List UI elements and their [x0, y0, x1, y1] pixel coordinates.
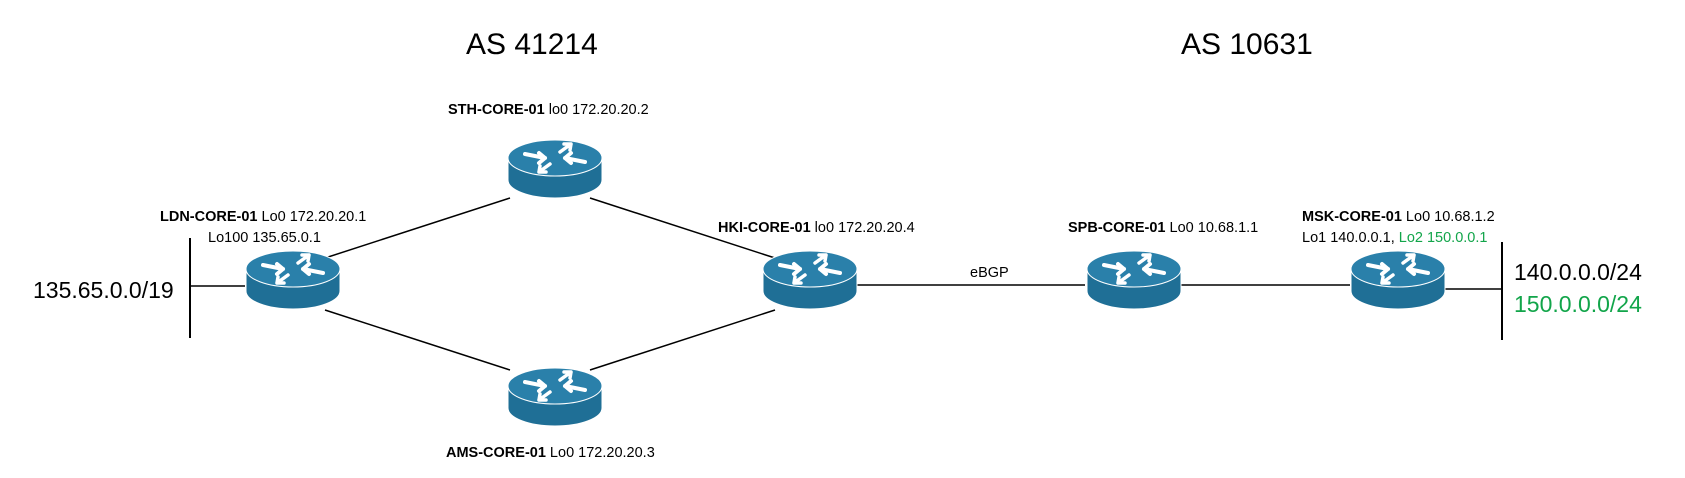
router-icon-hki[interactable]: [761, 249, 859, 311]
router-label-ams: AMS-CORE-01 Lo0 172.20.20.3: [446, 444, 655, 462]
router-icon-spb[interactable]: [1085, 249, 1183, 311]
router-address: Lo0 172.20.20.1: [257, 209, 367, 225]
router-address: Lo0 10.68.1.1: [1165, 220, 1259, 236]
link-label-ebgp: eBGP: [970, 265, 1009, 281]
network-right-1: 140.0.0.0/24: [1514, 259, 1642, 285]
router-label-hki: HKI-CORE-01 lo0 172.20.20.4: [718, 219, 915, 237]
link-ldn-sth: [324, 197, 511, 259]
network-left: 135.65.0.0/19: [33, 277, 174, 303]
router-address: lo0 172.20.20.2: [544, 102, 649, 118]
router-label-ldn-lo100: Lo100 135.65.0.1: [208, 230, 321, 246]
router-icon-sth[interactable]: [506, 138, 604, 200]
router-name: MSK-CORE-01: [1302, 209, 1402, 225]
router-name: AMS-CORE-01: [446, 445, 546, 461]
router-label-msk-loopbacks: Lo1 140.0.0.1, Lo2 150.0.0.1: [1302, 229, 1487, 247]
router-label-msk: MSK-CORE-01 Lo0 10.68.1.2: [1302, 208, 1495, 226]
router-address: lo0 172.20.20.4: [810, 220, 915, 236]
router-address: Lo0 10.68.1.2: [1401, 209, 1495, 225]
router-icon-msk[interactable]: [1349, 249, 1447, 311]
router-name: HKI-CORE-01: [718, 220, 811, 236]
router-name: SPB-CORE-01: [1068, 220, 1166, 236]
router-name: STH-CORE-01: [448, 102, 545, 118]
as-title-left: AS 41214: [466, 28, 598, 61]
loopback-lo1: Lo1 140.0.0.1,: [1302, 230, 1399, 246]
router-label-ldn: LDN-CORE-01 Lo0 172.20.20.1: [160, 208, 366, 226]
router-label-spb: SPB-CORE-01 Lo0 10.68.1.1: [1068, 219, 1258, 237]
router-name: LDN-CORE-01: [160, 209, 258, 225]
router-icon-ams[interactable]: [506, 366, 604, 428]
loopback-lo2: Lo2 150.0.0.1: [1398, 230, 1488, 246]
link-ldn-ams: [324, 309, 511, 371]
as-title-right: AS 10631: [1181, 28, 1313, 61]
link-sth-hki: [589, 197, 776, 259]
link-ams-hki: [589, 309, 776, 371]
router-address: Lo0 172.20.20.3: [545, 445, 655, 461]
network-right-2: 150.0.0.0/24: [1514, 291, 1642, 317]
router-icon-ldn[interactable]: [244, 249, 342, 311]
router-label-sth: STH-CORE-01 lo0 172.20.20.2: [448, 101, 649, 119]
